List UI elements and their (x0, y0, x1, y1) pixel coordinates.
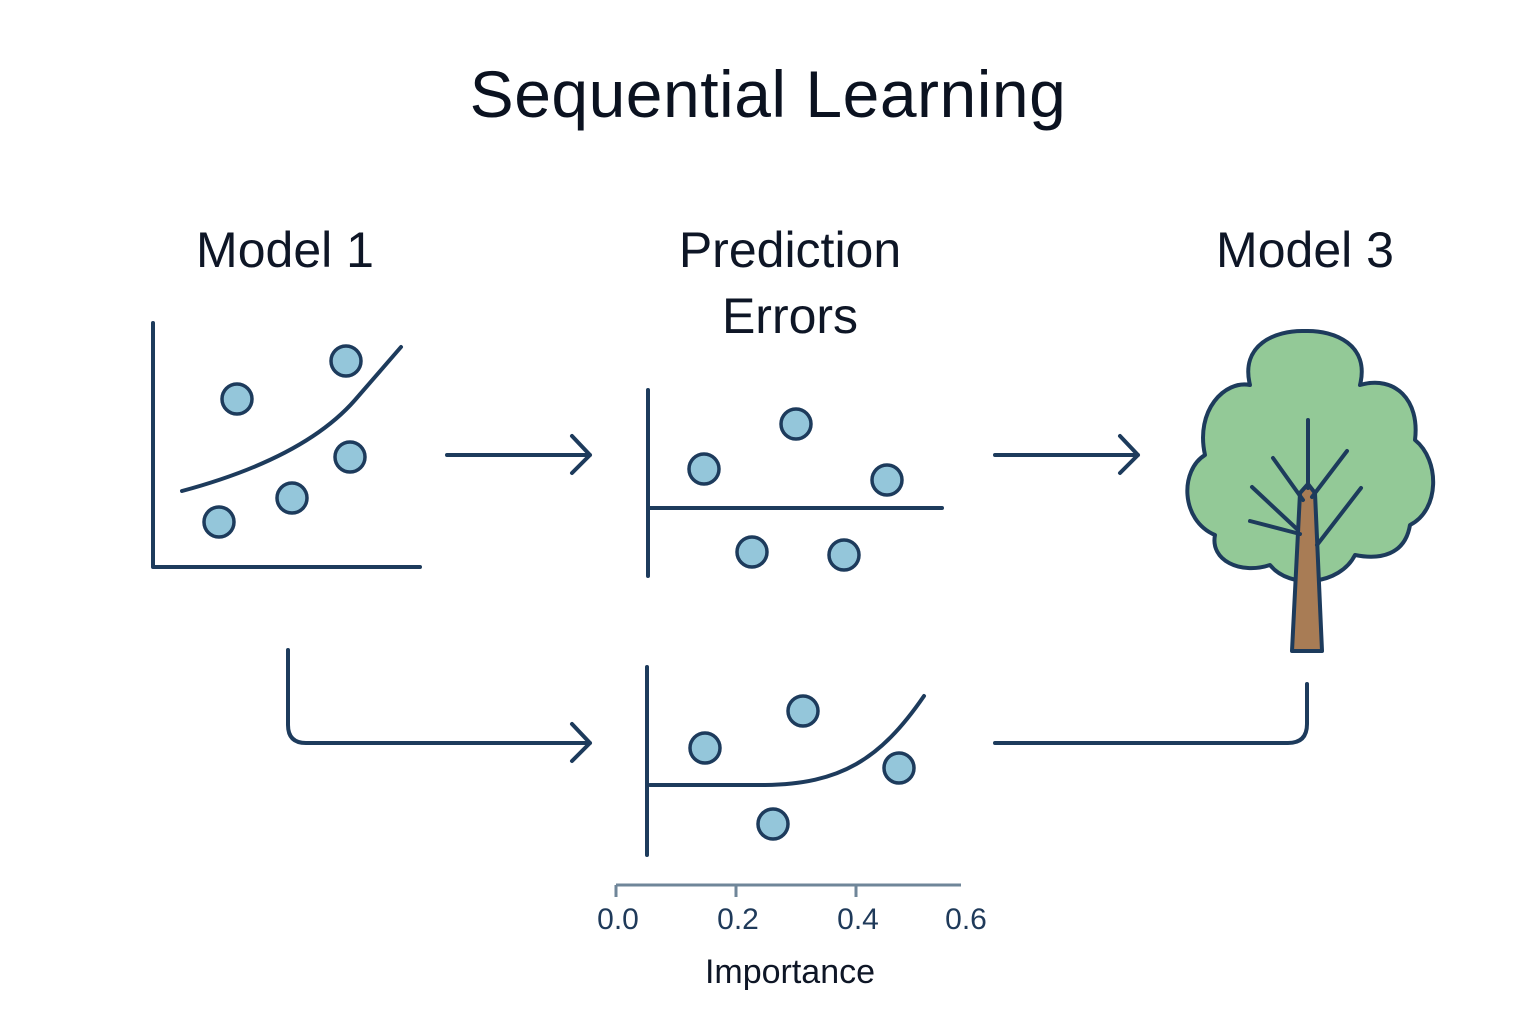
heading-model-1: Model 1 (196, 222, 374, 278)
data-point (688, 731, 722, 765)
importance-axis (614, 883, 961, 897)
heading-prediction-errors-line1: Prediction (678, 222, 902, 278)
data-point (202, 505, 236, 539)
data-point (333, 440, 367, 474)
data-point (786, 694, 820, 728)
data-point (329, 344, 363, 378)
data-point (220, 382, 254, 416)
data-point (275, 481, 309, 515)
axis-tick-label: 0.6 (945, 903, 987, 936)
model-2-plot (645, 665, 926, 857)
prediction-errors-plot (646, 388, 944, 578)
model-1-fit-curve (180, 345, 403, 493)
heading-model-3: Model 3 (1216, 222, 1394, 278)
model-2-axes (645, 665, 767, 857)
elbow-arrow-icon (286, 648, 592, 763)
data-point (870, 463, 904, 497)
data-point (687, 452, 721, 486)
data-point (827, 538, 861, 572)
residual-axes (646, 388, 944, 578)
model-1-plot (151, 321, 422, 569)
tree-icon (1185, 328, 1436, 653)
connector-line (993, 682, 1309, 745)
data-point (756, 807, 790, 841)
data-point (779, 407, 813, 441)
model-1-axes (151, 321, 422, 569)
diagram-title: Sequential Learning (469, 57, 1067, 131)
arrow-right-icon (445, 434, 592, 475)
axis-tick-label: 0.2 (717, 903, 759, 936)
data-point (735, 535, 769, 569)
tree-canopy (1185, 328, 1436, 583)
arrow-right-icon (993, 434, 1140, 475)
data-point (882, 751, 916, 785)
axis-title-importance: Importance (704, 953, 876, 991)
heading-prediction-errors-line2: Errors (721, 288, 859, 344)
tree-branches (1248, 418, 1363, 547)
model-2-fit-curve (763, 694, 926, 787)
heading-prediction-errors: Prediction Errors (630, 217, 950, 349)
axis-tick-label: 0.4 (837, 903, 879, 936)
axis-tick-label: 0.0 (597, 903, 639, 936)
